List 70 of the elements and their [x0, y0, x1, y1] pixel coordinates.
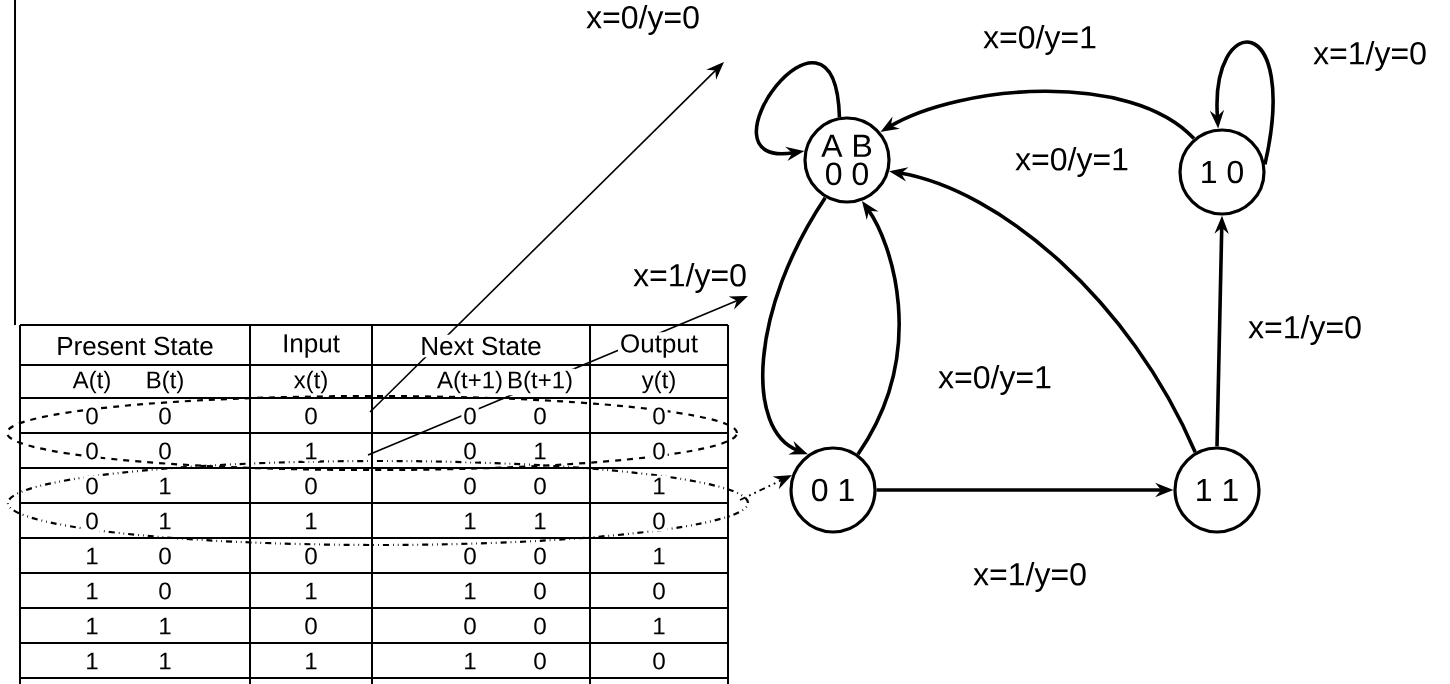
table-value: 0: [83, 510, 101, 532]
table-value: 0: [156, 405, 174, 427]
column-header: Output: [618, 332, 701, 360]
table-value: 0: [461, 475, 479, 497]
table-value: 0: [531, 405, 549, 427]
column-subheader: A(t+1): [435, 368, 505, 396]
edge-label: x=1/y=0: [1311, 39, 1429, 73]
column-subheader: y(t): [639, 368, 679, 396]
column-subheader: B(t+1): [505, 368, 575, 396]
table-value: 0: [650, 510, 668, 532]
table-value: 1: [531, 510, 549, 532]
table-value: 1: [302, 650, 320, 672]
table-value: 1: [302, 510, 320, 532]
table-value: 1: [531, 440, 549, 462]
table-value: 1: [461, 510, 479, 532]
edge-label: x=1/y=0: [971, 560, 1089, 594]
edge-label: x=0/y=0: [584, 3, 702, 37]
table-value: 0: [461, 615, 479, 637]
table-value: 0: [83, 440, 101, 462]
table-value: 0: [650, 650, 668, 672]
table-value: 0: [461, 545, 479, 567]
table-value: 1: [650, 615, 668, 637]
table-value: 0: [302, 405, 320, 427]
arrow: [369, 62, 724, 413]
table-value: 1: [156, 475, 174, 497]
table-value: 1: [83, 650, 101, 672]
table-value: 0: [156, 580, 174, 602]
table-value: 0: [650, 580, 668, 602]
table-value: 0: [461, 405, 479, 427]
arrow: [761, 196, 827, 455]
table-value: 1: [461, 650, 479, 672]
table-value: 0: [302, 545, 320, 567]
dashed-ellipse: [6, 459, 750, 547]
edge-label: x=1/y=0: [631, 261, 749, 295]
table-value: 1: [156, 650, 174, 672]
table-value: 1: [83, 545, 101, 567]
table-value: 1: [83, 580, 101, 602]
column-subheader: A(t): [70, 368, 114, 396]
column-subheader: B(t): [143, 368, 187, 396]
table-value: 1: [650, 475, 668, 497]
table-value: 1: [156, 510, 174, 532]
table-value: 1: [83, 615, 101, 637]
column-header: Present State: [54, 334, 216, 358]
edge-label: x=0/y=1: [936, 363, 1054, 397]
edge-label: x=1/y=0: [1246, 313, 1364, 347]
table-value: 0: [302, 615, 320, 637]
table-value: 1: [302, 440, 320, 462]
edge-label: x=0/y=1: [1013, 145, 1131, 179]
table-value: 0: [650, 405, 668, 427]
table-value: 1: [461, 580, 479, 602]
table-value: 0: [461, 440, 479, 462]
table-value: 0: [531, 650, 549, 672]
table-value: 0: [156, 545, 174, 567]
table-value: 1: [650, 545, 668, 567]
column-header: Next State: [418, 334, 544, 358]
table-value: 0: [83, 405, 101, 427]
table-value: 0: [302, 475, 320, 497]
table-value: 0: [531, 580, 549, 602]
table-value: 1: [302, 580, 320, 602]
table-value: 0: [531, 615, 549, 637]
dashed-ellipse: [5, 394, 739, 472]
column-subheader: x(t): [291, 368, 331, 396]
edge-label: x=0/y=1: [981, 23, 1099, 57]
table-value: 0: [156, 440, 174, 462]
table-value: 0: [83, 475, 101, 497]
table-value: 0: [650, 440, 668, 462]
column-header: Input: [280, 332, 342, 360]
table-value: 0: [531, 475, 549, 497]
table-value: 0: [531, 545, 549, 567]
table-value: 1: [156, 615, 174, 637]
